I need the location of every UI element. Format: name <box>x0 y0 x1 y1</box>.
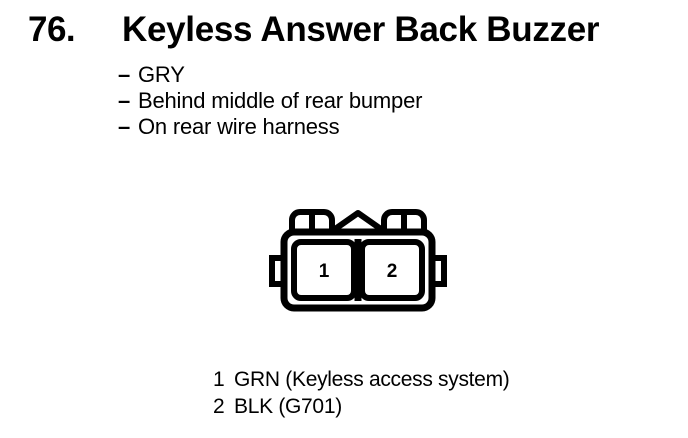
list-item-label: GRY <box>138 62 185 87</box>
connector-pin-cavity-2: 2 <box>359 239 425 301</box>
connector-notch-right <box>427 255 447 287</box>
legend-pin-number: 1 <box>213 368 225 391</box>
connector-diagram: 1 2 <box>258 198 478 318</box>
list-item-label: Behind middle of rear bumper <box>138 88 423 113</box>
legend-pin-number: 2 <box>213 395 225 418</box>
page-title: Keyless Answer Back Buzzer <box>122 10 600 49</box>
connector-peak-icon <box>325 210 391 237</box>
connector-notch-left <box>269 255 289 287</box>
dash-icon: – <box>118 62 131 87</box>
header-item-number: 76. <box>28 10 76 49</box>
dash-icon: – <box>118 88 131 113</box>
page-header: 76. Keyless Answer Back Buzzer <box>0 8 688 54</box>
pin-number-label: 1 <box>319 261 330 282</box>
pin-number-label: 2 <box>387 261 398 282</box>
dash-icon: – <box>118 114 131 139</box>
pin-legend: 1 GRN (Keyless access system) 2 BLK (G701) <box>213 366 653 420</box>
legend-row: 1 GRN (Keyless access system) <box>213 366 653 393</box>
list-item: –Behind middle of rear bumper <box>118 88 638 114</box>
legend-row: 2 BLK (G701) <box>213 393 653 420</box>
legend-pin-label: BLK (G701) <box>234 395 342 418</box>
list-item-label: On rear wire harness <box>138 114 340 139</box>
list-item: –On rear wire harness <box>118 114 638 140</box>
connector-pin-cavity-1: 1 <box>291 239 357 301</box>
list-item: –GRY <box>118 62 638 88</box>
legend-pin-label: GRN (Keyless access system) <box>234 368 510 391</box>
detail-list: –GRY –Behind middle of rear bumper –On r… <box>118 62 638 140</box>
